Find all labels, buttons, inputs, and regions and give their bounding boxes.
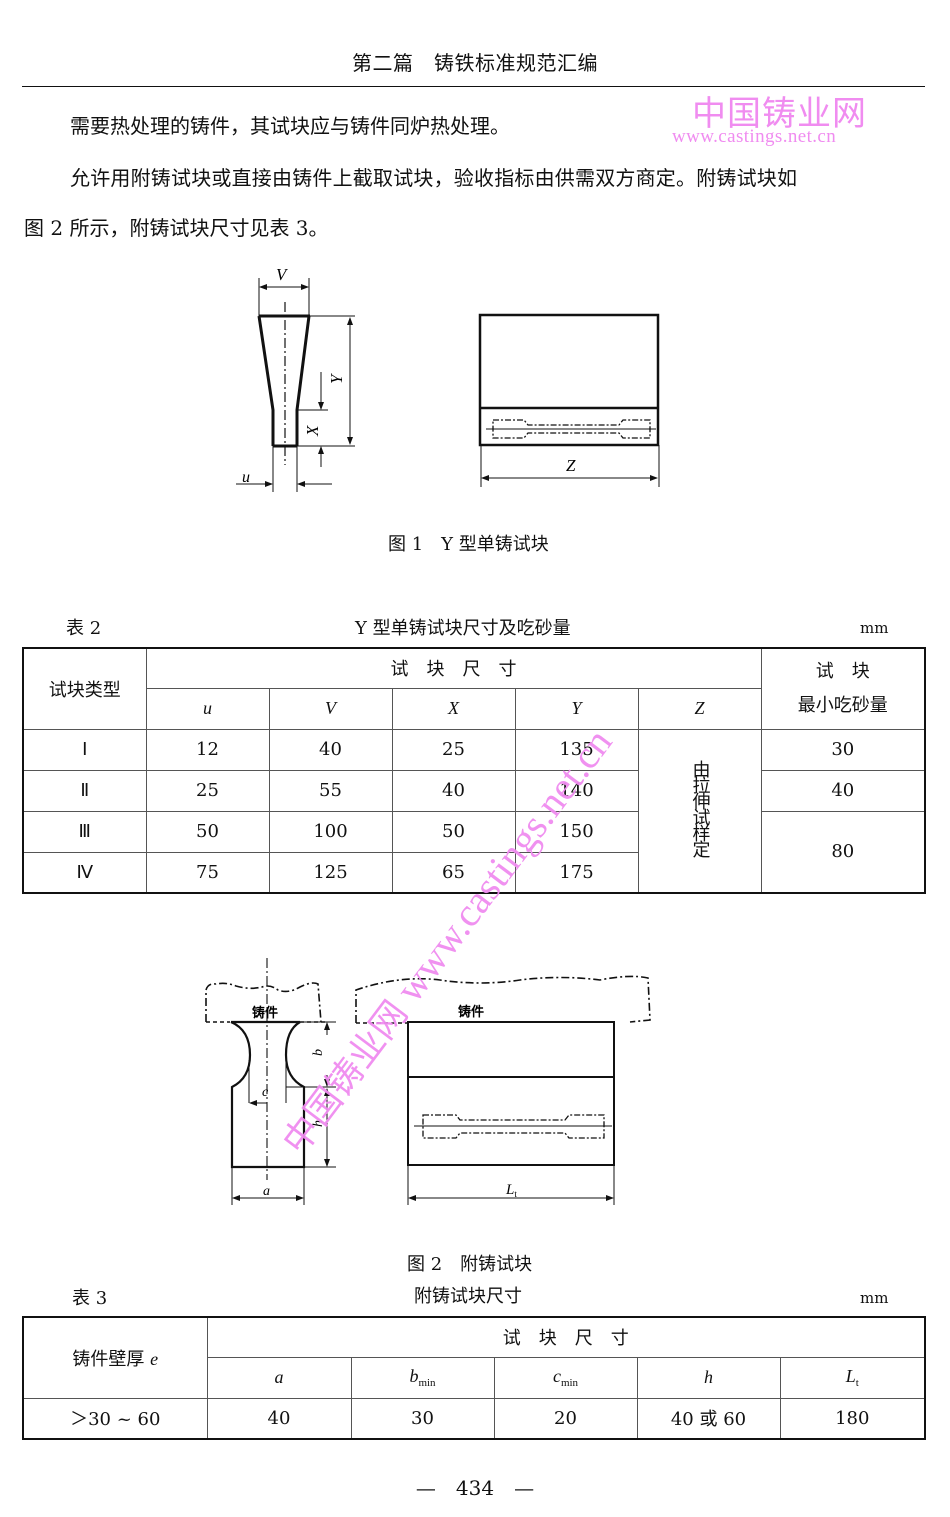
header-wall-label: 铸件壁厚: [72, 1348, 145, 1370]
cell-X: 65: [391, 851, 516, 894]
running-header: 第二篇 铸铁标准规范汇编: [352, 51, 598, 75]
header-type: 试块类型: [22, 647, 147, 730]
cell-b: 30: [350, 1397, 495, 1440]
cell-V: 125: [268, 851, 393, 894]
cell-type: Ⅰ: [22, 728, 147, 771]
table-row: Ⅱ 25 55 40 140 40: [22, 769, 926, 812]
label-u: u: [242, 469, 250, 486]
header-a-main: a: [274, 1367, 284, 1387]
label-casting-right: 铸件: [458, 1004, 484, 1020]
cell-a: 40: [206, 1397, 352, 1440]
header-u: u: [145, 687, 270, 730]
cell-L: 180: [779, 1397, 926, 1440]
table2: 试块类型 试 块 尺 寸 试 块 最小吃砂量 u V X Y Z Ⅰ 12 40…: [22, 647, 927, 894]
header-c-sub: min: [560, 1377, 579, 1389]
header-c-min: cmin: [493, 1356, 638, 1399]
table-row: Ⅰ 12 40 25 135 由拉伸试样定 30: [22, 728, 926, 894]
cell-c: 20: [493, 1397, 638, 1440]
label-c: c: [262, 1085, 269, 1100]
table-row: Ⅲ 50 100 50 150 80: [22, 810, 926, 894]
label-Z: Z: [566, 456, 576, 475]
cell-sand: 40: [760, 769, 926, 812]
label-casting-left: 铸件: [252, 1005, 278, 1021]
label-a: a: [263, 1184, 270, 1199]
header-min-sand: 试 块 最小吃砂量: [760, 647, 926, 730]
table2-unit: mm: [860, 619, 889, 637]
cell-h: 40 或 60: [636, 1397, 781, 1440]
z-note-text: 由拉伸试样定: [689, 760, 711, 857]
header-wall-var: e: [150, 1348, 159, 1369]
label-L: Lt: [505, 1182, 517, 1199]
paragraph-attached-block: 允许用附铸试块或直接由铸件上截取试块，验收指标由供需双方商定。附铸试块如: [70, 166, 798, 190]
cell-Y: 140: [514, 769, 639, 812]
cell-type: Ⅲ: [22, 810, 147, 853]
header-min-sand-line1: 试 块: [815, 660, 870, 682]
header-wall-thickness: 铸件壁厚 e: [22, 1316, 208, 1399]
watermark-site-name: 中国铸业网: [692, 94, 867, 134]
header-L-sub: t: [855, 1377, 859, 1389]
cell-Y: 175: [514, 851, 639, 894]
cell-type: Ⅱ: [22, 769, 147, 812]
paragraph-attached-block-cont: 图 2 所示，附铸试块尺寸见表 3。: [24, 216, 329, 240]
label-Y: Y: [327, 373, 346, 384]
figure2-diagram: 铸件 铸件 c b h a Lt: [205, 958, 651, 1205]
table-row: ＞30 ~ 60 40 30 20 40 或 60 180: [22, 1397, 926, 1440]
cell-Y: 150: [514, 810, 639, 853]
header-V: V: [268, 687, 393, 730]
cell-sand: 30: [760, 728, 926, 771]
cell-wall: ＞30 ~ 60: [22, 1397, 208, 1440]
watermark-url: www.castings.net.cn: [672, 126, 837, 147]
label-V: V: [276, 265, 289, 284]
header-dims-group: 试 块 尺 寸: [145, 647, 762, 689]
header-Lt: Lt: [779, 1356, 926, 1399]
table3: 铸件壁厚 e 试 块 尺 寸 a bmin cmin h Lt ＞30 ~ 60…: [22, 1316, 926, 1440]
label-X: X: [303, 425, 322, 437]
cell-Z-note: 由拉伸试样定: [637, 728, 762, 894]
cell-X: 50: [391, 810, 516, 853]
page-number: — 434 —: [415, 1476, 535, 1500]
figure1-caption: 图 1 Y 型单铸试块: [388, 534, 549, 555]
header-dims-group: 试 块 尺 寸: [206, 1316, 926, 1358]
header-L-main: L: [845, 1366, 856, 1386]
table2-title: Y 型单铸试块尺寸及吃砂量: [355, 618, 571, 639]
table3-unit: mm: [860, 1289, 889, 1307]
cell-X: 40: [391, 769, 516, 812]
figure2-caption: 图 2 附铸试块: [407, 1254, 533, 1275]
paragraph-heat-treatment: 需要热处理的铸件，其试块应与铸件同炉热处理。: [70, 114, 510, 138]
header-c-main: c: [552, 1366, 561, 1386]
table3-title: 附铸试块尺寸: [414, 1286, 522, 1307]
cell-V: 100: [268, 810, 393, 853]
cell-sand: 80: [760, 810, 926, 894]
cell-V: 55: [268, 769, 393, 812]
cell-u: 25: [145, 769, 270, 812]
table-row: Ⅳ 75 125 65 175: [22, 851, 925, 894]
header-h: h: [636, 1356, 781, 1399]
header-rule: [22, 86, 925, 87]
header-a: a: [206, 1356, 352, 1399]
label-b: b: [311, 1049, 326, 1056]
header-b-sub: min: [418, 1377, 436, 1389]
cell-type: Ⅳ: [22, 851, 147, 894]
table2-label: 表 2: [66, 618, 102, 639]
label-L-sub: t: [514, 1189, 517, 1199]
figure1-diagram: V Y X u Z: [236, 265, 660, 492]
cell-u: 12: [145, 728, 270, 771]
header-Z: Z: [637, 687, 762, 730]
cell-u: 50: [145, 810, 270, 853]
header-h-main: h: [704, 1367, 713, 1387]
table3-label: 表 3: [72, 1288, 108, 1309]
header-min-sand-line2: 最小吃砂量: [797, 694, 888, 716]
label-h: h: [311, 1120, 326, 1127]
cell-V: 40: [268, 728, 393, 771]
label-L-main: L: [505, 1182, 514, 1198]
header-X: X: [391, 687, 516, 730]
header-b-min: bmin: [350, 1356, 495, 1399]
header-b-main: b: [409, 1366, 419, 1386]
cell-u: 75: [145, 851, 270, 894]
cell-X: 25: [391, 728, 516, 771]
